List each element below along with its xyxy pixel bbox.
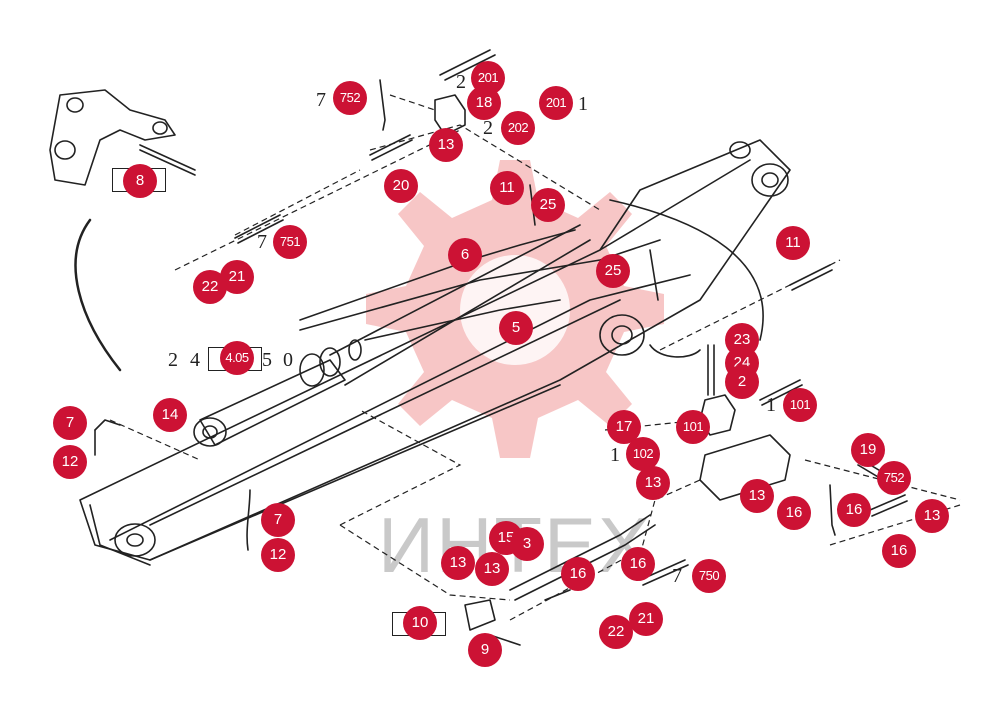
callout-13-top[interactable]: 13: [429, 128, 463, 162]
boom-outline: [79, 139, 791, 561]
callout-4-05[interactable]: 4.05: [220, 341, 254, 375]
label-4: 4: [190, 349, 200, 371]
cylinder: [199, 359, 346, 446]
callout-8[interactable]: 8: [123, 164, 157, 198]
label-5: 5: [262, 349, 272, 371]
label-7-c: 7: [672, 565, 682, 587]
label-1-a: 1: [578, 93, 588, 115]
callout-16-e[interactable]: 16: [621, 547, 655, 581]
callout-13-right[interactable]: 13: [915, 499, 949, 533]
callout-7-bottom[interactable]: 7: [261, 503, 295, 537]
callout-750[interactable]: 750: [692, 559, 726, 593]
callout-101-left[interactable]: 101: [676, 410, 710, 444]
callout-752-top[interactable]: 752: [333, 81, 367, 115]
callout-11-right[interactable]: 11: [776, 226, 810, 260]
callout-2[interactable]: 2: [725, 365, 759, 399]
callout-101-right[interactable]: 101: [783, 388, 817, 422]
callout-25-a[interactable]: 25: [531, 188, 565, 222]
label-2-b: 2: [483, 117, 493, 139]
callout-25-b[interactable]: 25: [596, 254, 630, 288]
label-1-b: 1: [766, 394, 776, 416]
callout-16-a[interactable]: 16: [777, 496, 811, 530]
callout-9[interactable]: 9: [468, 633, 502, 667]
callout-21-bottom[interactable]: 21: [629, 602, 663, 636]
callout-18[interactable]: 18: [467, 86, 501, 120]
callout-12-bottom[interactable]: 12: [261, 538, 295, 572]
label-7-a: 7: [316, 89, 326, 111]
callout-22-bottom[interactable]: 22: [599, 615, 633, 649]
callout-13-lower-b[interactable]: 13: [475, 552, 509, 586]
label-0: 0: [283, 349, 293, 371]
callout-751[interactable]: 751: [273, 225, 307, 259]
callout-5[interactable]: 5: [499, 311, 533, 345]
label-2-c: 2: [168, 349, 178, 371]
callout-12-left[interactable]: 12: [53, 445, 87, 479]
callout-13-mid[interactable]: 13: [636, 466, 670, 500]
callout-19[interactable]: 19: [851, 433, 885, 467]
callout-22-top[interactable]: 22: [193, 270, 227, 304]
label-1-c: 1: [610, 444, 620, 466]
callout-16-d[interactable]: 16: [561, 557, 595, 591]
callout-16-b[interactable]: 16: [837, 493, 871, 527]
callout-13-block[interactable]: 13: [740, 479, 774, 513]
linkage: [49, 89, 176, 186]
callout-202[interactable]: 202: [501, 111, 535, 145]
callout-11-left[interactable]: 11: [490, 171, 524, 205]
callout-3[interactable]: 3: [510, 527, 544, 561]
callout-17[interactable]: 17: [607, 410, 641, 444]
label-7-b: 7: [257, 231, 267, 253]
label-2-a: 2: [456, 71, 466, 93]
callout-6[interactable]: 6: [448, 238, 482, 272]
callout-13-lower-a[interactable]: 13: [441, 546, 475, 580]
callout-201-b[interactable]: 201: [539, 86, 573, 120]
callout-23[interactable]: 23: [725, 323, 759, 357]
callout-20[interactable]: 20: [384, 169, 418, 203]
callout-10[interactable]: 10: [403, 606, 437, 640]
callout-102[interactable]: 102: [626, 437, 660, 471]
callout-752-right[interactable]: 752: [877, 461, 911, 495]
callout-14[interactable]: 14: [153, 398, 187, 432]
callout-16-c[interactable]: 16: [882, 534, 916, 568]
callout-7-left[interactable]: 7: [53, 406, 87, 440]
